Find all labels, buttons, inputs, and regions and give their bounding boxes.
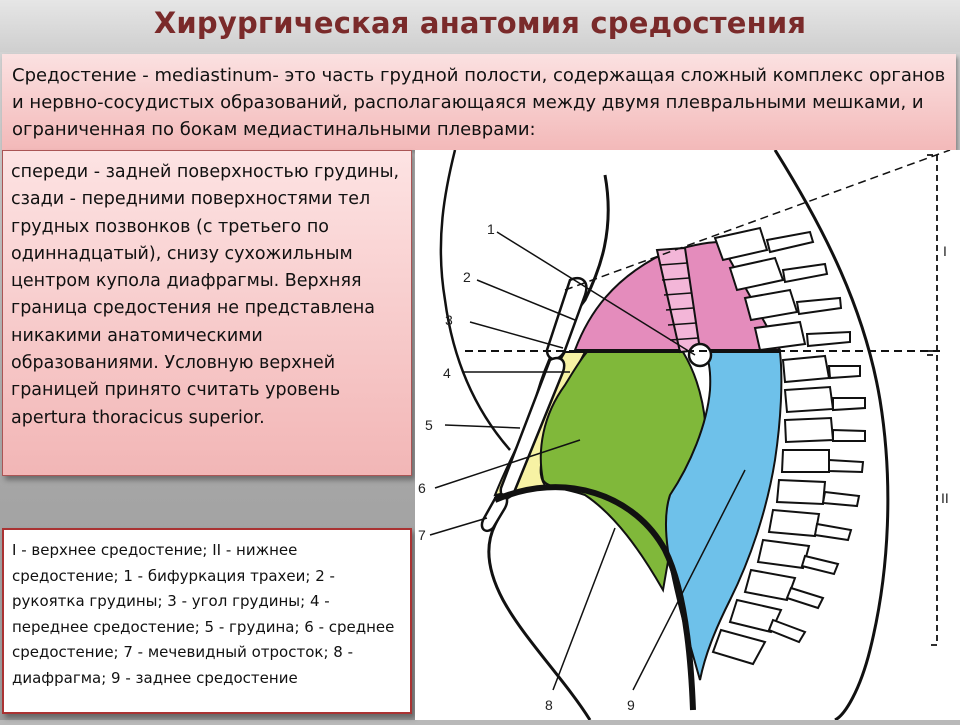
legend-box: I - верхнее средостение; II - нижнее сре…: [2, 528, 412, 714]
posterior-mediastinum-region: [664, 351, 783, 681]
label-8: 8: [545, 697, 553, 713]
borders-text-box: спереди - задней поверхностью грудины, с…: [2, 150, 412, 476]
label-2: 2: [463, 269, 471, 285]
vertebral-column: [711, 226, 835, 666]
diaphragm: [493, 484, 696, 711]
title-bar: [0, 0, 960, 52]
diagram-svg: I II 1 2 3 4 5 6 7 8 9: [415, 149, 960, 722]
neck-outline: [439, 149, 511, 451]
bracket-inferior: [927, 354, 938, 646]
thoracic-aperture-line: [564, 149, 951, 291]
label-3: 3: [445, 312, 453, 328]
sternum-manubrium: [545, 276, 588, 361]
label-7: 7: [418, 527, 426, 543]
bracket-superior: [927, 154, 938, 352]
tracheal-bifurcation-marker: [687, 342, 713, 368]
trachea-rings: [659, 262, 699, 341]
label-roman-II: II: [941, 490, 949, 506]
posterior-body-outline: [773, 149, 890, 722]
label-4: 4: [443, 365, 451, 381]
mediastinum-diagram: I II 1 2 3 4 5 6 7 8 9: [415, 149, 960, 722]
label-1: 1: [487, 221, 495, 237]
label-9: 9: [627, 697, 635, 713]
leader-lines: [429, 231, 746, 691]
spinous-processes: [765, 230, 866, 644]
label-6: 6: [418, 480, 426, 496]
label-roman-I: I: [943, 243, 947, 259]
intro-text-box: Средостение - mediastinum- это часть гру…: [2, 54, 956, 150]
label-5: 5: [425, 417, 433, 433]
slide-title: Хирургическая анатомия средостения: [153, 6, 807, 40]
